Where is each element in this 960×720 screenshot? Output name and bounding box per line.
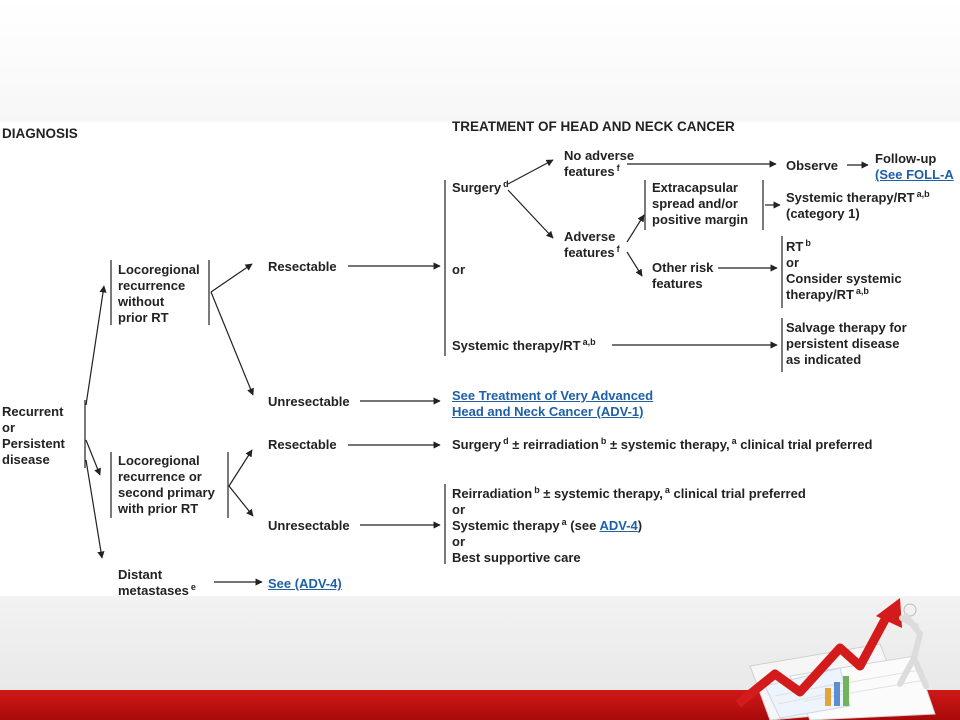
resectable-node-1: Resectable bbox=[268, 259, 337, 274]
treatment-header: TREATMENT OF HEAD AND NECK CANCER bbox=[452, 119, 735, 134]
follow-up-node: Follow-up (See FOLL-A bbox=[875, 151, 954, 182]
foll-a-link[interactable]: (See FOLL-A bbox=[875, 167, 954, 182]
extracapsular-spread-node: Extracapsular spread and/or positive mar… bbox=[652, 180, 749, 227]
resectable-node-2: Resectable bbox=[268, 437, 337, 452]
very-advanced-link[interactable]: See Treatment of Very Advanced Head and … bbox=[452, 388, 654, 419]
salvage-therapy-node: Salvage therapy for persistent disease a… bbox=[786, 320, 907, 367]
locoregional-no-prior-rt-node: Locoregional recurrence without prior RT bbox=[118, 262, 200, 325]
growth-chart-illustration bbox=[735, 598, 936, 720]
observe-node: Observe bbox=[786, 158, 839, 173]
locoregional-with-prior-rt-node: Locoregional recurrence or second primar… bbox=[118, 453, 215, 516]
diagnosis-header: DIAGNOSIS bbox=[2, 126, 78, 141]
recurrent-persistent-node: Recurrent or Persistent disease bbox=[2, 404, 65, 467]
unresectable-node-2: Unresectable bbox=[268, 518, 350, 533]
other-risk-features-node: Other risk features bbox=[652, 260, 714, 291]
slide-top-band bbox=[0, 0, 960, 122]
adv4-link[interactable]: ADV-4 bbox=[599, 518, 638, 533]
unresectable-node-1: Unresectable bbox=[268, 394, 350, 409]
or-label-1: or bbox=[452, 262, 465, 277]
see-adv4-link[interactable]: See (ADV-4) bbox=[268, 576, 342, 591]
